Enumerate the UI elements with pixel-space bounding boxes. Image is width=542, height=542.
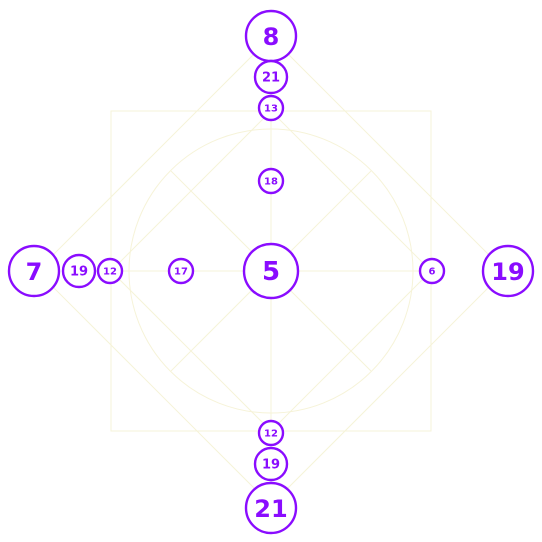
left-core-node-ring xyxy=(167,257,195,285)
right-outer-node-label: 19 xyxy=(491,258,524,286)
left-inner-node-label: 12 xyxy=(103,267,117,278)
bottom-outer-node: 21 xyxy=(244,481,298,535)
top-inner-node-label: 13 xyxy=(264,104,278,115)
top-middle-node-label: 21 xyxy=(262,71,280,86)
left-middle-node-label: 19 xyxy=(70,265,88,280)
bottom-inner-node-ring xyxy=(257,419,285,447)
top-inner-node-ring xyxy=(257,94,285,122)
right-core-node-ring xyxy=(418,257,446,285)
left-outer-node-label: 7 xyxy=(26,258,43,286)
right-core-node-label: 6 xyxy=(429,267,436,278)
nodes: 5 8 21 13 18 12 19 21 7 19 12 17 6 19 xyxy=(7,9,535,535)
left-outer-node: 7 xyxy=(7,244,61,298)
right-outer-node: 19 xyxy=(481,244,535,298)
center-node: 5 xyxy=(242,242,300,300)
top-middle-node: 21 xyxy=(253,59,289,95)
bottom-outer-node-label: 21 xyxy=(254,495,287,523)
left-core-node-label: 17 xyxy=(174,267,188,278)
left-inner-node: 12 xyxy=(96,257,124,285)
top-core-node: 18 xyxy=(257,167,285,195)
left-inner-node-ring xyxy=(96,257,124,285)
top-core-node-ring xyxy=(257,167,285,195)
top-middle-node-ring xyxy=(253,59,289,95)
right-outer-node-ring xyxy=(481,244,535,298)
top-outer-node-label: 8 xyxy=(263,23,280,51)
bottom-middle-node-label: 19 xyxy=(262,458,280,473)
bottom-inner-node-label: 12 xyxy=(264,429,278,440)
bottom-inner-node: 12 xyxy=(257,419,285,447)
left-core-node: 17 xyxy=(167,257,195,285)
bottom-middle-node-ring xyxy=(253,446,289,482)
left-middle-node: 19 xyxy=(61,253,97,289)
top-core-node-label: 18 xyxy=(264,177,278,188)
left-middle-node-ring xyxy=(61,253,97,289)
center-node-label: 5 xyxy=(262,257,280,287)
top-inner-node: 13 xyxy=(257,94,285,122)
left-outer-node-ring xyxy=(7,244,61,298)
top-outer-node: 8 xyxy=(244,9,298,63)
center-node-ring xyxy=(242,242,300,300)
bottom-middle-node: 19 xyxy=(253,446,289,482)
right-core-node: 6 xyxy=(418,257,446,285)
bottom-outer-node-ring xyxy=(244,481,298,535)
